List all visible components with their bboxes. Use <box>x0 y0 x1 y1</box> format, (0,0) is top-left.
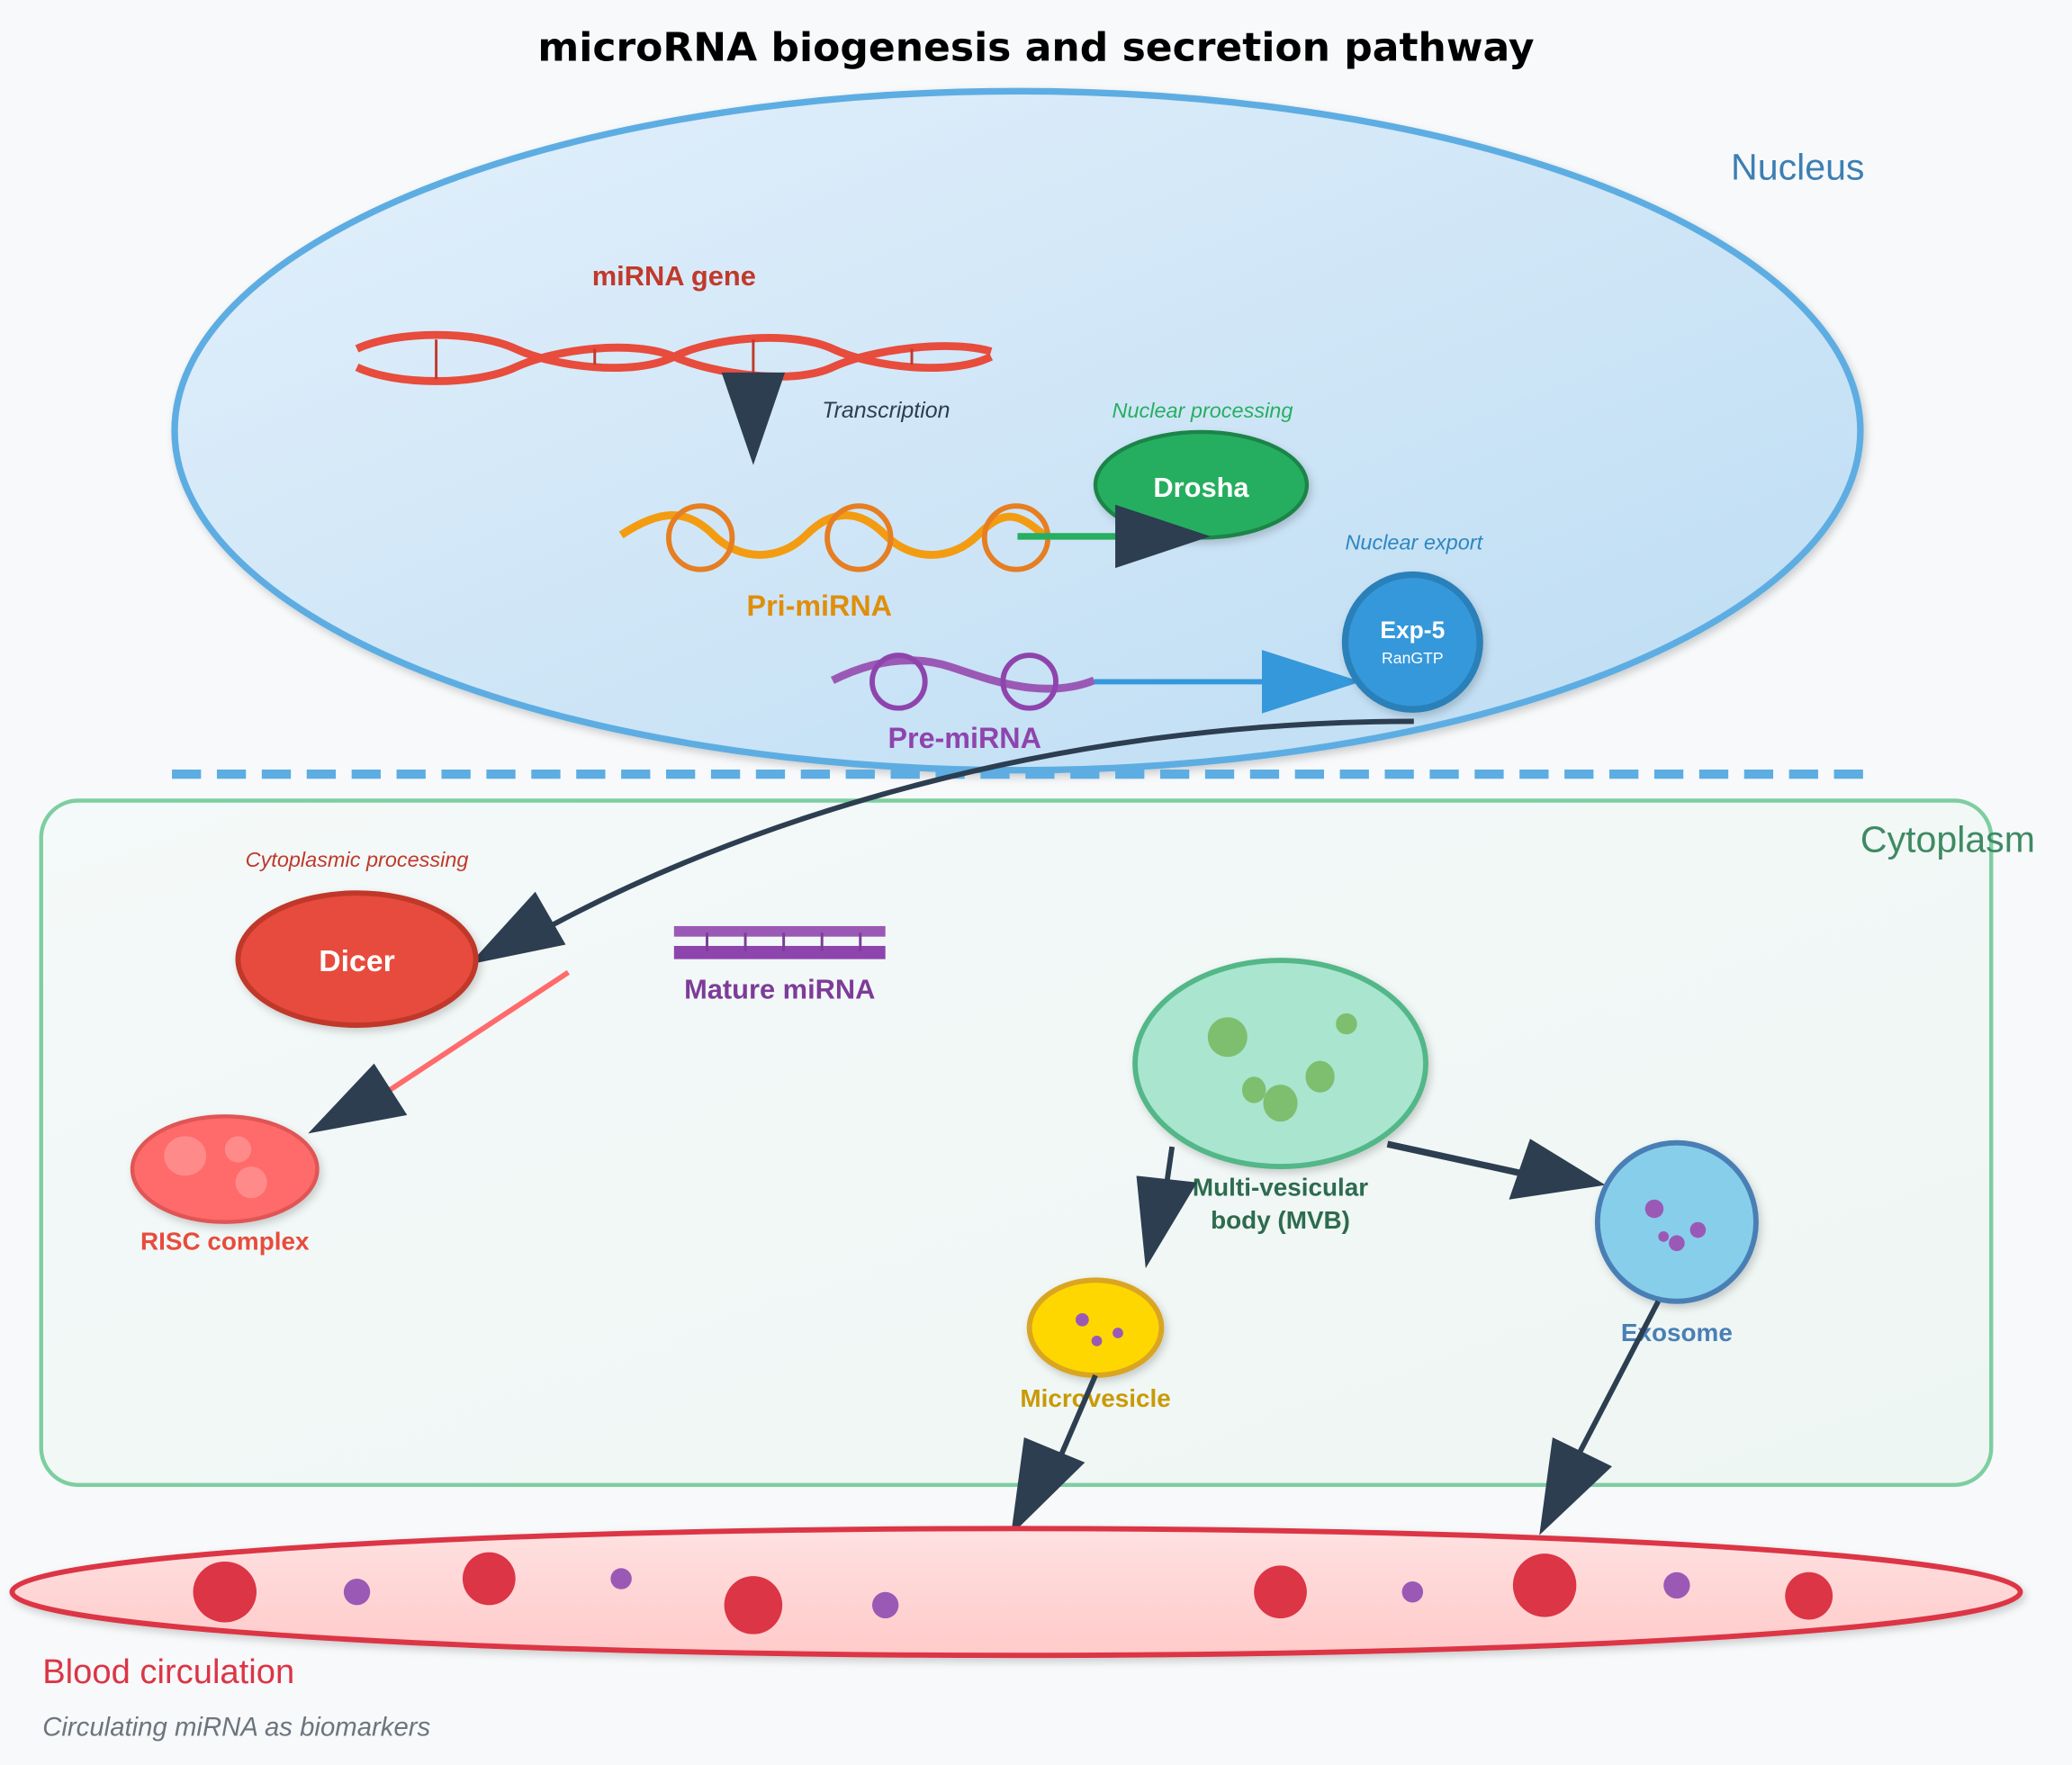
rangtp-label: RanGTP <box>1382 649 1444 667</box>
page-title: microRNA biogenesis and secretion pathwa… <box>537 25 1534 71</box>
pre-mirna-icon <box>830 653 1096 711</box>
exportin5-transporter[interactable] <box>1341 571 1483 713</box>
mvb-organelle[interactable] <box>1132 958 1428 1170</box>
exosome-mirna-dots <box>1644 1199 1707 1252</box>
mvb-label-line1: Multi-vesicular <box>1193 1173 1368 1201</box>
mvb-label-line2: body (MVB) <box>1211 1206 1350 1234</box>
dicer-to-risc-arrowhead <box>308 1063 408 1134</box>
blood-circulation-label: Blood circulation <box>42 1652 294 1691</box>
nuclear-export-label: Nuclear export <box>1345 531 1483 554</box>
cytoplasm-label: Cytoplasm <box>1860 819 2035 860</box>
microvesicle-to-blood-arrowhead <box>1011 1436 1086 1535</box>
circulating-mirna-dots <box>343 1568 1690 1619</box>
pre-mirna-label: Pre-miRNA <box>888 722 1041 754</box>
mvb-to-exosome-line <box>1386 1140 1534 1179</box>
dicer-enzyme[interactable] <box>235 890 479 1028</box>
drosha-label: Drosha <box>1153 472 1249 503</box>
risc-particle <box>235 1166 267 1199</box>
microvesicle[interactable] <box>1026 1277 1165 1378</box>
exp5-label: Exp-5 <box>1380 617 1445 644</box>
microvesicle-mirna-dots <box>1076 1313 1123 1346</box>
transcription-arrow <box>721 372 786 465</box>
risc-particle <box>224 1136 252 1163</box>
mvb-vesicles <box>1207 1013 1357 1122</box>
cytoplasmic-processing-label: Cytoplasmic processing <box>246 848 469 871</box>
biomarker-note: Circulating miRNA as biomarkers <box>42 1713 430 1742</box>
dicer-to-risc-line <box>388 969 571 1093</box>
dna-helix-icon <box>355 330 994 385</box>
mvb-to-microvesicle-arrowhead <box>1136 1175 1198 1269</box>
pre-to-exp5-arrowhead <box>1261 650 1362 714</box>
exosome[interactable] <box>1594 1139 1759 1304</box>
dicer-label: Dicer <box>319 944 394 978</box>
blood-cells <box>193 1552 1833 1634</box>
pri-mirna-icon <box>618 503 1051 572</box>
cytoplasm-compartment <box>39 798 1994 1488</box>
nucleus-label: Nucleus <box>1731 147 1864 188</box>
exosome-to-blood-arrowhead <box>1539 1436 1612 1535</box>
microvesicle-label: Microvesicle <box>1020 1384 1170 1412</box>
mvb-to-exosome-arrowhead <box>1509 1139 1606 1200</box>
export-to-dicer-curve <box>527 718 1414 941</box>
nuclear-processing-label: Nuclear processing <box>1112 399 1293 422</box>
mature-mirna-label: Mature miRNA <box>684 974 875 1005</box>
pri-to-drosha-arrowhead <box>1115 504 1211 569</box>
exosome-to-blood-line <box>1570 1300 1661 1468</box>
blood-vessel <box>9 1526 2023 1659</box>
mature-mirna-icon <box>673 925 886 959</box>
risc-complex[interactable] <box>130 1114 320 1224</box>
risc-label: RISC complex <box>140 1228 310 1256</box>
risc-particle <box>164 1136 207 1176</box>
pri-mirna-label: Pri-miRNA <box>747 590 892 622</box>
transcription-label: Transcription <box>822 398 950 423</box>
nucleus-compartment <box>171 87 1864 774</box>
export-to-dicer-arrowhead <box>469 891 566 965</box>
mirna-gene-label: miRNA gene <box>592 260 756 292</box>
